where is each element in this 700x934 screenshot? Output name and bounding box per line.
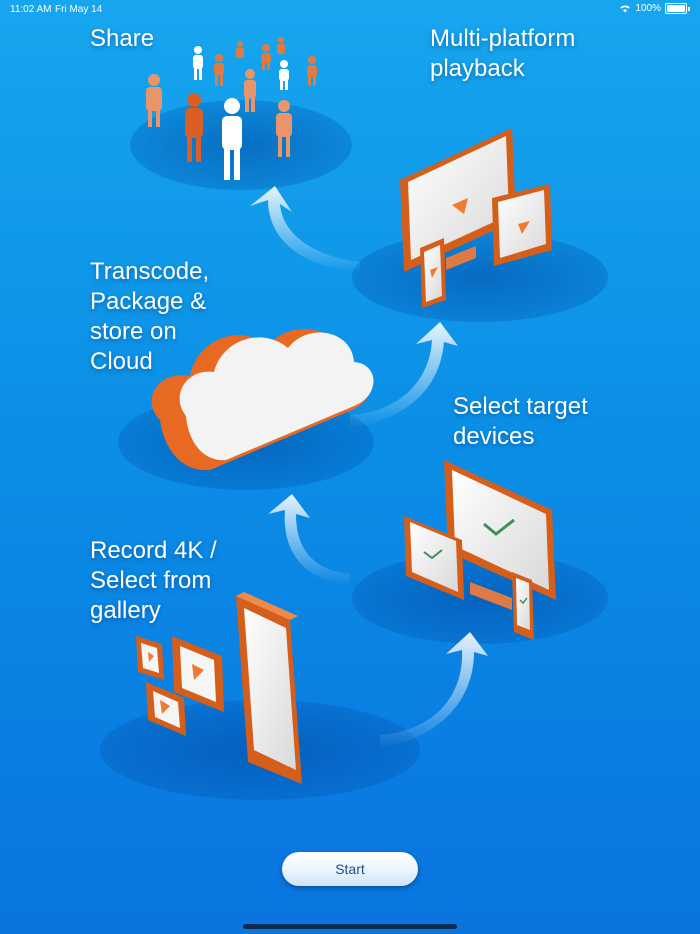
phone-icon (236, 592, 302, 784)
platform-devices (352, 552, 608, 644)
people-icon (146, 37, 317, 180)
video-clip-icon (136, 636, 224, 736)
label-record: Record 4K / Select from gallery (90, 537, 217, 624)
label-cloud: Transcode, Package & store on Cloud (90, 258, 210, 375)
target-devices-icon (404, 460, 556, 640)
arrow-icon (250, 186, 488, 748)
wifi-icon (620, 5, 631, 13)
platform-playback (352, 232, 608, 322)
status-right: 100% (619, 3, 690, 14)
home-indicator[interactable] (243, 924, 457, 929)
label-playback: Multi-platform playback (430, 25, 576, 82)
label-share: Share (90, 25, 155, 52)
battery-percent: 100% (635, 3, 661, 14)
cloud-icon (151, 329, 374, 471)
status-date: Fri May 14 (55, 4, 103, 15)
label-devices: Select target devices (453, 393, 588, 450)
start-button[interactable]: Start (282, 852, 418, 886)
status-bar: 11:02 AM Fri May 14 100% (0, 0, 700, 18)
status-time: 11:02 AM (10, 4, 52, 15)
battery-icon (665, 3, 687, 14)
multi-device-icon (400, 128, 552, 308)
